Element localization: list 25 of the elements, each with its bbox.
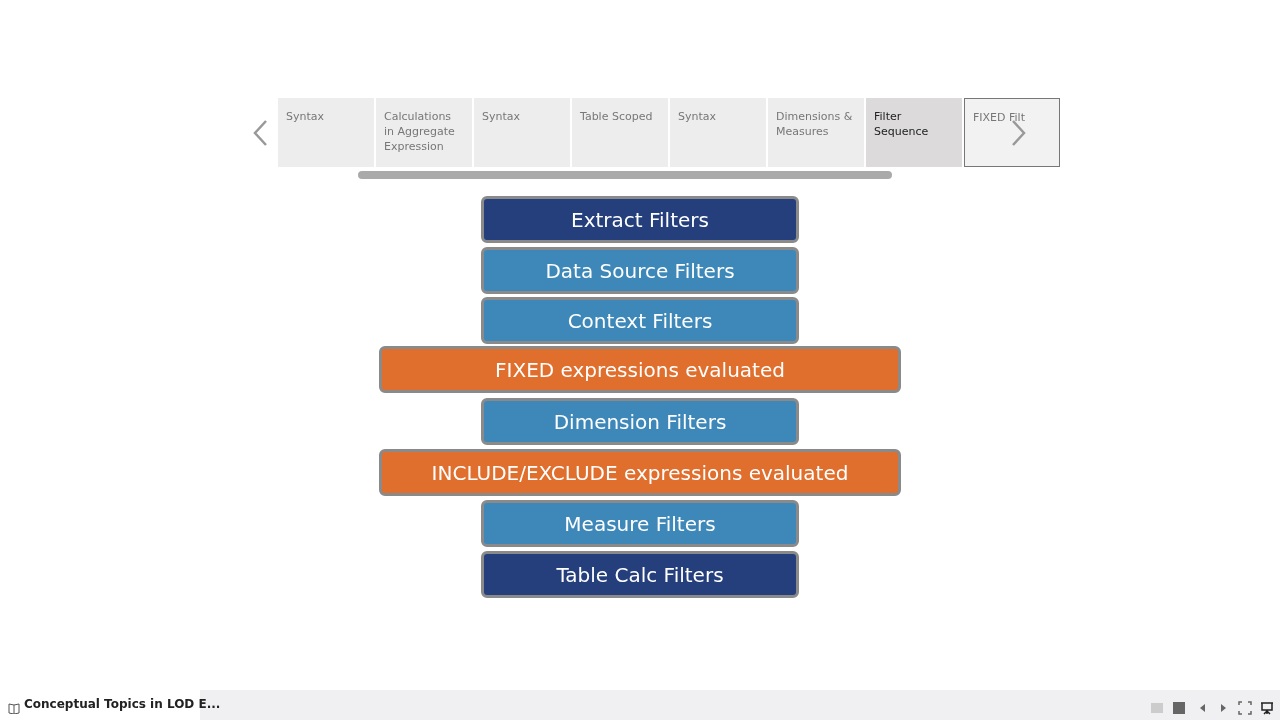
story-tab: Table Scoped bbox=[572, 98, 668, 167]
story-tab: Filter Sequence bbox=[866, 98, 962, 167]
band-text: Data Source Filters bbox=[545, 258, 735, 283]
band-text: Measure Filters bbox=[564, 511, 716, 536]
filter-band bbox=[481, 551, 799, 598]
band-text: Dimension Filters bbox=[553, 409, 727, 434]
filter-band bbox=[481, 196, 799, 243]
story-tab: Dimensions & Measures bbox=[768, 98, 864, 167]
story-tab: Calculations in Aggregate Expression bbox=[376, 98, 472, 167]
band-text: INCLUDE/EXCLUDE expressions evaluated bbox=[431, 460, 849, 485]
expression-band bbox=[379, 346, 901, 393]
story-tab: Syntax bbox=[474, 98, 570, 167]
story-tab: Syntax bbox=[670, 98, 766, 167]
workbook-title: Conceptual Topics in LOD E... bbox=[24, 697, 221, 711]
story-tab: Syntax bbox=[278, 98, 374, 167]
expression-band bbox=[379, 449, 901, 496]
band-text: Extract Filters bbox=[571, 207, 709, 232]
filter-band bbox=[481, 398, 799, 445]
filter-band bbox=[481, 500, 799, 547]
band-text: Table Calc Filters bbox=[556, 562, 724, 587]
band-text: Context Filters bbox=[567, 308, 713, 333]
filter-band bbox=[481, 297, 799, 344]
filter-band bbox=[481, 247, 799, 294]
band-text: FIXED expressions evaluated bbox=[495, 357, 785, 382]
story-tab: FIXED Filt bbox=[964, 98, 1060, 167]
